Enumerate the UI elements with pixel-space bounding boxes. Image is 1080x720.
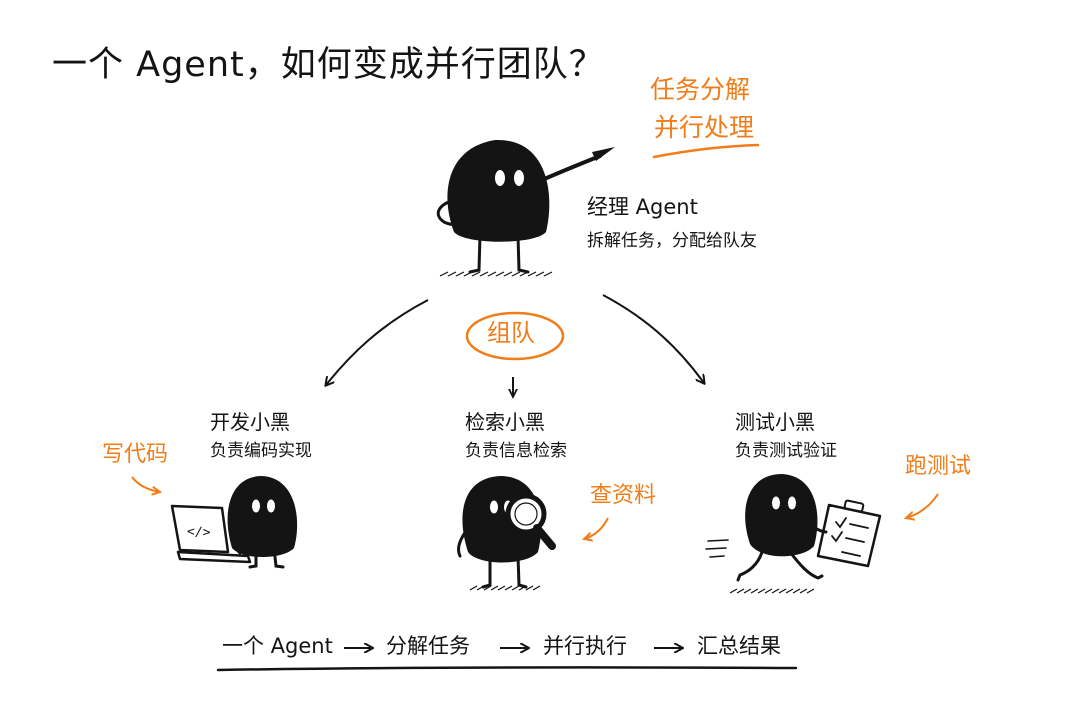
arrow-to-tester — [602, 294, 704, 383]
flow-step-3: 并行执行 — [543, 634, 627, 658]
developer-note-arrow — [131, 476, 160, 492]
flow-step-1: 一个 Agent — [222, 634, 333, 658]
tester-name: 测试小黑 — [735, 410, 815, 434]
flow-step-4: 汇总结果 — [697, 634, 781, 658]
tester-note-arrow — [906, 493, 939, 518]
searcher-character — [456, 476, 556, 591]
page-title: 一个 Agent，如何变成并行团队？ — [52, 45, 605, 85]
developer-note: 写代码 — [102, 442, 169, 467]
team-label: 组队 — [487, 319, 535, 347]
laptop-base — [176, 550, 252, 564]
arrow-to-developer — [326, 299, 429, 385]
magnifier-icon — [505, 493, 547, 535]
team-label-oval — [465, 311, 565, 361]
speed-lines — [705, 539, 729, 558]
searcher-note: 查资料 — [590, 483, 657, 508]
flow-underline — [216, 666, 798, 672]
clipboard-icon — [816, 503, 882, 568]
tester-description: 负责测试验证 — [735, 441, 837, 461]
manager-ground-shadow — [439, 271, 553, 277]
manager-character — [436, 139, 615, 277]
searcher-name: 检索小黑 — [465, 410, 545, 434]
manager-name: 经理 Agent — [587, 195, 698, 219]
tester-character — [705, 474, 882, 594]
developer-character — [170, 476, 298, 569]
developer-description: 负责编码实现 — [210, 441, 312, 461]
manager-note-underline — [652, 143, 760, 159]
manager-note-line1: 任务分解 — [650, 75, 751, 104]
developer-name: 开发小黑 — [210, 410, 290, 434]
manager-note-line2: 并行处理 — [654, 113, 755, 142]
manager-description: 拆解任务，分配给队友 — [587, 231, 757, 251]
searcher-description: 负责信息检索 — [465, 441, 567, 461]
flow-step-2: 分解任务 — [386, 634, 470, 658]
tester-note: 跑测试 — [905, 454, 972, 479]
laptop-code-glyph: </> — [187, 524, 211, 540]
laptop-screen — [170, 504, 230, 554]
searcher-note-arrow — [584, 517, 609, 539]
